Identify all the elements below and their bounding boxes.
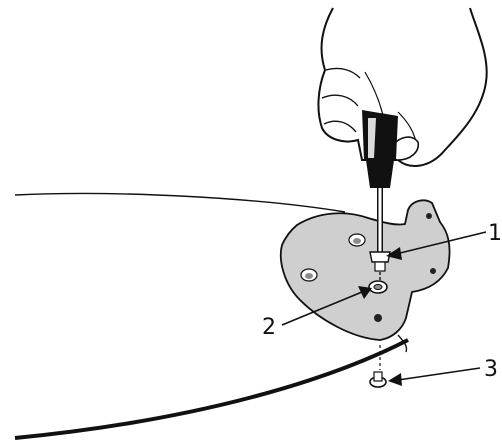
callout-label-1: 1 — [488, 221, 502, 246]
hole-top — [348, 233, 366, 247]
callout-label-2: 2 — [262, 315, 276, 340]
callout-label-3: 3 — [484, 357, 498, 382]
screwdriver — [366, 160, 394, 255]
plate-holes — [300, 213, 436, 322]
screw — [369, 251, 391, 281]
callout-arrow-1 — [386, 231, 487, 260]
washer — [368, 280, 388, 294]
hole-left — [300, 268, 318, 282]
callout-arrows — [281, 231, 487, 386]
nut — [369, 345, 387, 388]
hole-bottom — [374, 314, 382, 322]
panel-edge — [14, 192, 409, 440]
mounting-plate — [279, 199, 451, 353]
hole-right-bottom — [430, 268, 436, 274]
hole-right-top — [426, 213, 432, 219]
callout-arrow-2 — [281, 286, 372, 326]
callout-arrow-3 — [388, 367, 481, 386]
hand — [317, 7, 488, 167]
